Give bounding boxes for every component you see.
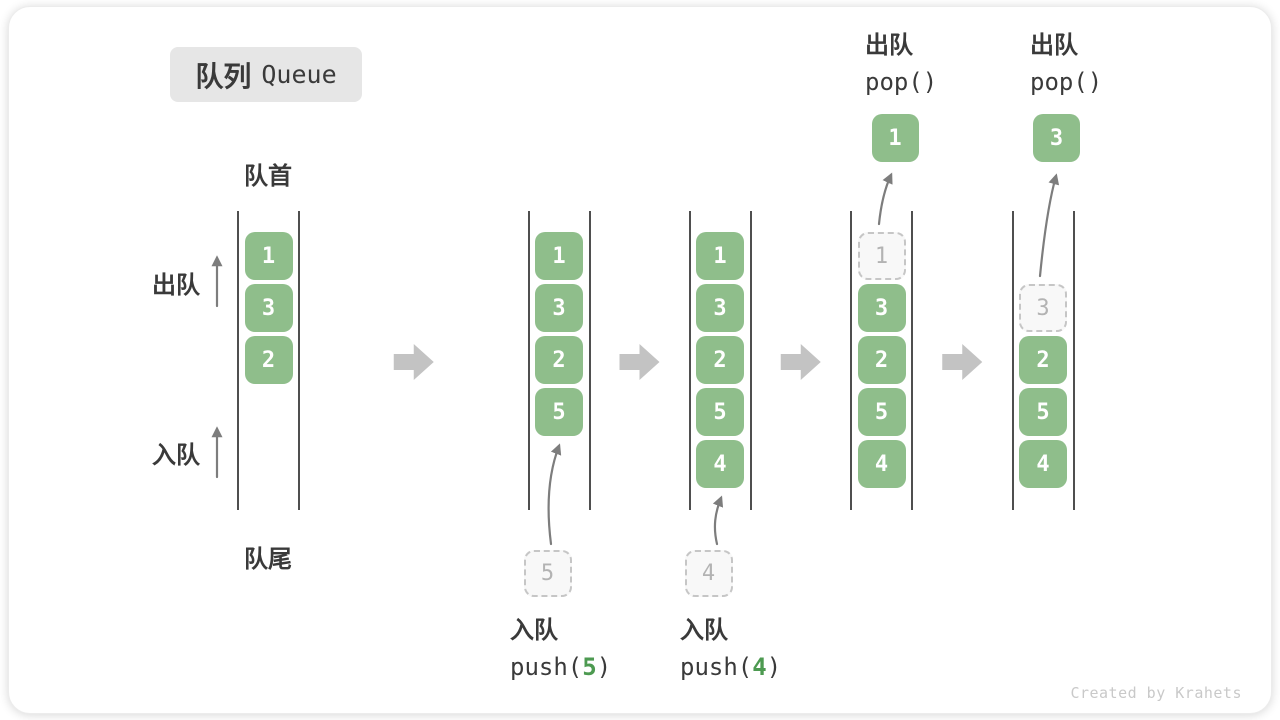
queue-element-2: 2 <box>696 336 744 384</box>
queue-element-2: 2 <box>244 336 293 384</box>
watermark: Created by Krahets <box>1070 684 1242 702</box>
pending-element-4: 4 <box>684 550 733 597</box>
queue-element-5: 5 <box>1019 388 1067 436</box>
action-op-label: 入队 <box>680 617 728 644</box>
queue-rail-state-5-pop-3 <box>1011 211 1075 510</box>
queue-element-1: 1 <box>244 232 293 280</box>
queue-element-5: 5 <box>857 388 906 436</box>
pending-element-5: 5 <box>523 550 572 597</box>
action-label-state-3-push-4: 入队 push(4) <box>680 612 781 686</box>
action-code-label: push(5) <box>510 653 612 681</box>
action-op-label: 出队 <box>865 32 913 59</box>
action-code-label: pop() <box>865 68 938 96</box>
enqueue-side-label: 入队 <box>152 442 200 469</box>
queue-element-2: 2 <box>857 336 906 384</box>
queue-rail-state-1-initial <box>237 211 300 510</box>
queue-element-3: 3 <box>535 284 583 332</box>
queue-front-label: 队首 <box>244 163 292 190</box>
action-label-state-2-push-5: 入队 push(5) <box>510 612 611 686</box>
queue-element-popped-1: 1 <box>857 232 906 280</box>
queue-rail-state-3-push-4 <box>688 211 752 510</box>
queue-element-3: 3 <box>857 284 906 332</box>
queue-element-4: 4 <box>696 440 744 488</box>
queue-element-3: 3 <box>244 284 293 332</box>
popped-element-3: 3 <box>1033 114 1080 162</box>
figure-card <box>8 6 1272 714</box>
queue-element-1: 1 <box>696 232 744 280</box>
action-label-state-4-pop-1: 出队 pop() <box>865 27 937 101</box>
dequeue-side-label: 出队 <box>152 272 200 299</box>
queue-element-1: 1 <box>535 232 583 280</box>
title-en: Queue <box>261 60 337 89</box>
queue-rail-state-2-push-5 <box>527 211 591 510</box>
action-op-label: 入队 <box>510 617 558 644</box>
queue-element-4: 4 <box>1019 440 1067 488</box>
queue-element-4: 4 <box>857 440 906 488</box>
title-zh: 队列 <box>195 60 252 92</box>
queue-element-5: 5 <box>696 388 744 436</box>
queue-element-2: 2 <box>535 336 583 384</box>
queue-rail-state-4-pop-1 <box>850 211 913 510</box>
title-badge: 队列 Queue <box>170 47 362 102</box>
queue-element-3: 3 <box>696 284 744 332</box>
popped-element-1: 1 <box>871 114 919 162</box>
queue-rear-label: 队尾 <box>244 546 292 573</box>
queue-element-popped-3: 3 <box>1019 284 1067 332</box>
queue-element-2: 2 <box>1019 336 1067 384</box>
action-code-label: pop() <box>1030 68 1103 96</box>
action-code-label: push(4) <box>680 653 782 681</box>
action-label-state-5-pop-3: 出队 pop() <box>1030 27 1102 101</box>
queue-element-5: 5 <box>535 388 583 436</box>
action-op-label: 出队 <box>1030 32 1078 59</box>
